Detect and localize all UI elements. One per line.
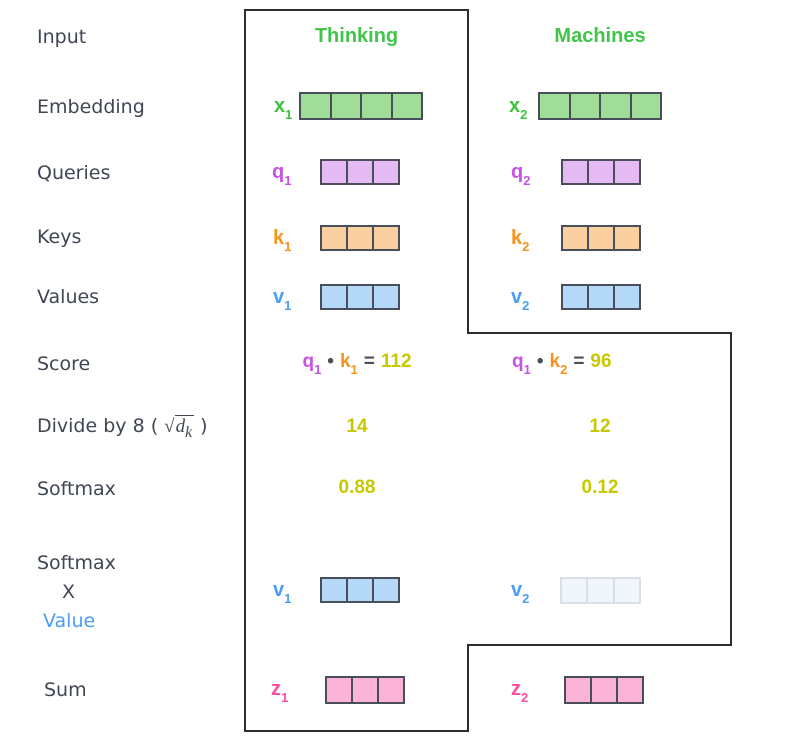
sqrt-dk-formula: √dk — [164, 415, 195, 441]
vector-z2 — [564, 676, 644, 704]
divide-text: Divide by 8 ( — [37, 415, 159, 437]
score-left: q1•k1=112 — [302, 351, 412, 377]
vector-q1 — [320, 159, 400, 185]
vector-v1 — [320, 284, 400, 310]
column-header-machines: Machines — [554, 25, 646, 47]
equals-sign: = — [363, 351, 375, 372]
row-label-softmax-x-value: Softmax X Value — [37, 549, 116, 636]
vector-cell — [615, 227, 639, 249]
row-label-input: Input — [37, 26, 87, 48]
vector-cell — [362, 94, 393, 118]
vector-cell — [615, 579, 639, 602]
vector-cell — [393, 94, 422, 118]
vector-v1-weighted — [320, 577, 400, 603]
vector-label-v1: v1 — [273, 286, 292, 313]
vector-cell — [374, 227, 398, 249]
vector-k1 — [320, 225, 400, 251]
vector-cell — [327, 678, 353, 702]
divide-right-value: 12 — [589, 416, 611, 437]
row-label-keys: Keys — [37, 226, 82, 248]
divide-text-close: ) — [200, 415, 208, 437]
vector-label-k1: k1 — [273, 227, 292, 254]
row-label-softmax: Softmax — [37, 478, 116, 500]
column-header-thinking: Thinking — [314, 25, 399, 47]
vector-label-x1: x1 — [274, 95, 293, 122]
dot-operator: • — [536, 351, 544, 372]
vector-cell — [348, 579, 374, 601]
vector-cell — [540, 94, 571, 118]
vector-cell — [374, 161, 398, 183]
vector-cell — [322, 227, 348, 249]
vector-cell — [615, 161, 639, 183]
vector-cell — [632, 94, 661, 118]
vector-cell — [601, 94, 632, 118]
vector-x2 — [538, 92, 662, 120]
vector-k2 — [561, 225, 641, 251]
vector-label-k2: k2 — [511, 227, 530, 254]
vector-label-v1-weighted: v1 — [273, 579, 292, 606]
equals-sign: = — [573, 351, 585, 372]
vector-cell — [353, 678, 379, 702]
vector-cell — [618, 678, 642, 702]
vector-cell — [374, 286, 398, 308]
dot-operator: • — [327, 351, 334, 372]
vector-cell — [563, 227, 589, 249]
vector-cell — [615, 286, 639, 308]
score-right-value: 96 — [590, 351, 612, 372]
vector-cell — [348, 161, 374, 183]
vector-label-z1: z1 — [271, 678, 289, 705]
row-label-queries: Queries — [37, 162, 111, 184]
vector-z1 — [325, 676, 405, 704]
vector-label-v2: v2 — [511, 286, 530, 313]
vector-cell — [589, 286, 615, 308]
vector-v2-weighted-faded — [560, 577, 641, 604]
vector-cell — [589, 161, 615, 183]
softmax-x-value-line2: X — [62, 581, 76, 603]
softmax-x-value-line3: Value — [43, 610, 96, 632]
vector-label-x2: x2 — [509, 95, 528, 122]
vector-x1 — [299, 92, 423, 120]
vector-cell — [563, 161, 589, 183]
vector-cell — [592, 678, 618, 702]
row-label-score: Score — [37, 353, 91, 375]
vector-cell — [589, 227, 615, 249]
softmax-x-value-line1: Softmax — [37, 552, 116, 574]
vector-cell — [322, 286, 348, 308]
vector-cell — [588, 579, 615, 602]
row-label-embedding: Embedding — [37, 96, 145, 118]
vector-cell — [379, 678, 403, 702]
row-label-sum: Sum — [44, 679, 87, 701]
score-right: q1•k2=96 — [512, 351, 612, 377]
score-left-value: 112 — [380, 351, 412, 372]
vector-cell — [322, 161, 348, 183]
vector-q2 — [561, 159, 641, 185]
vector-label-q2: q2 — [511, 161, 531, 188]
vector-cell — [348, 286, 374, 308]
vector-label-q1: q1 — [272, 161, 292, 188]
divide-left-value: 14 — [346, 416, 368, 437]
vector-cell — [332, 94, 362, 118]
softmax-left-value: 0.88 — [338, 477, 376, 498]
softmax-right-value: 0.12 — [581, 477, 619, 498]
vector-cell — [374, 579, 398, 601]
vector-cell — [566, 678, 592, 702]
vector-cell — [571, 94, 601, 118]
vector-cell — [563, 286, 589, 308]
vector-label-z2: z2 — [511, 678, 529, 705]
vector-cell — [348, 227, 374, 249]
row-label-divide: Divide by 8 ( √dk ) — [37, 415, 208, 442]
vector-cell — [301, 94, 332, 118]
row-label-values: Values — [37, 286, 100, 308]
vector-label-v2-weighted: v2 — [511, 579, 530, 606]
vector-cell — [562, 579, 589, 602]
vector-v2 — [561, 284, 641, 310]
vector-cell — [322, 579, 348, 601]
